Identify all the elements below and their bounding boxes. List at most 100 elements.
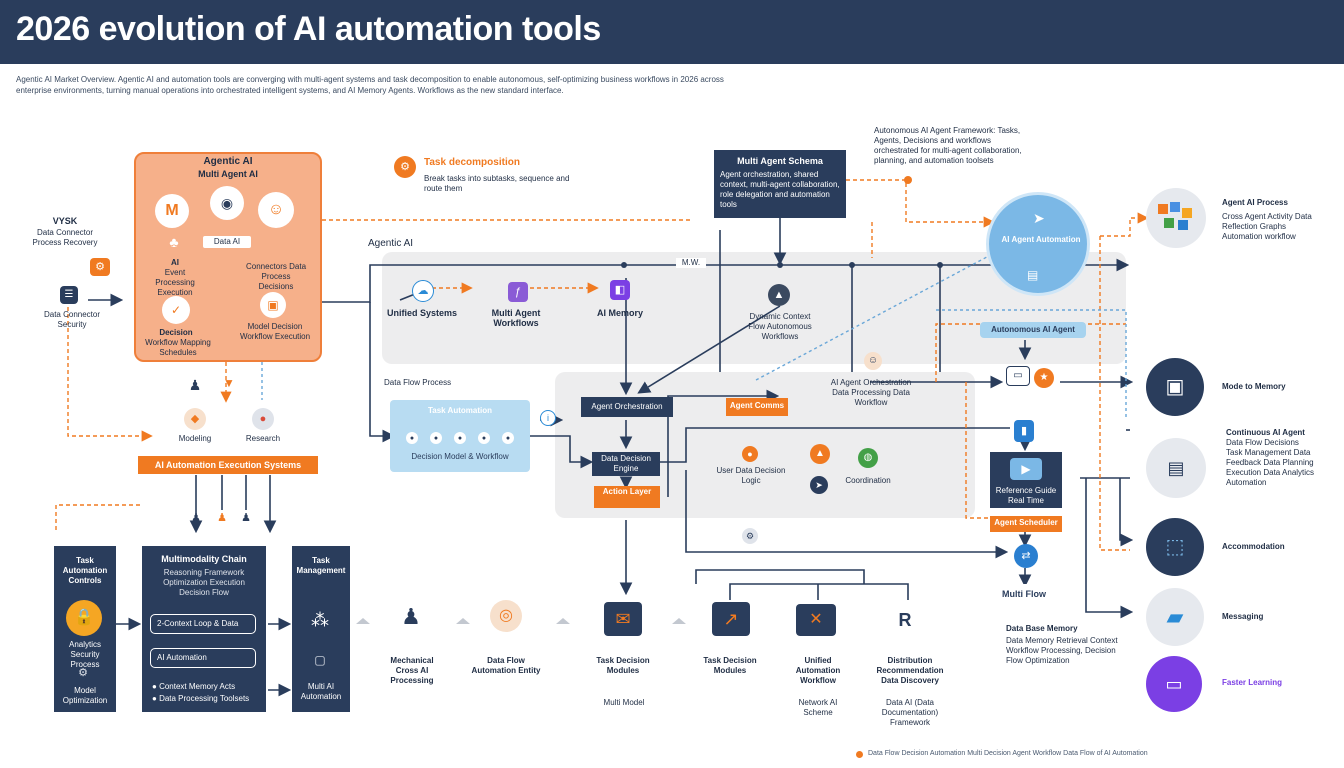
reward-icon: ★ xyxy=(1034,368,1054,388)
memory-sub: Data Memory Retrieval Context Workflow P… xyxy=(1006,636,1118,665)
multi-flow-label: Multi Flow xyxy=(994,584,1054,604)
data-decision-engine-box[interactable]: Data Decision Engine xyxy=(592,452,660,476)
process-tiles-icon[interactable] xyxy=(1146,188,1206,248)
col3-bottom: Multi AI Automation xyxy=(300,682,342,701)
bullet-2: ● Data Processing Toolsets xyxy=(152,694,250,703)
mw-label: M.W. xyxy=(676,258,706,268)
task-dot-icon-3: ● xyxy=(454,432,466,444)
task-dot-icon-4: ● xyxy=(478,432,490,444)
worker-icon: ♟ xyxy=(401,604,421,629)
pointer-icon[interactable]: ▲ xyxy=(768,284,790,306)
decision-title: Decision xyxy=(159,328,193,337)
autonomous-agent-bar[interactable]: Autonomous AI Agent xyxy=(980,322,1086,338)
research-icon: ● xyxy=(252,408,274,430)
laptop-tools-icon: ✕ xyxy=(796,604,836,636)
connector-icon: ⚙ xyxy=(90,258,110,276)
multi-agent-label: Multi Agent Workflows xyxy=(491,308,541,328)
right-item-6-label: Faster Learning xyxy=(1222,678,1283,687)
doc-label: Data Connector Security xyxy=(43,310,101,329)
bottom-label-6: Distribution Recommendation Data Discove… xyxy=(876,656,944,685)
mobile-icon: ▣ xyxy=(260,292,286,318)
network-icon: ⁂ xyxy=(311,610,329,630)
header-bar: 2026 evolution of AI automation tools xyxy=(0,0,1344,64)
memory-icon[interactable]: ◧ xyxy=(610,280,630,300)
vysk-label: VYSK xyxy=(52,216,78,226)
right-note: Autonomous AI Agent Framework: Tasks, Ag… xyxy=(874,126,1022,165)
gear-icon: ⚙ xyxy=(78,666,88,679)
mid-label: AI Agent Orchestration Data Processing D… xyxy=(830,378,912,407)
context-loop-pill[interactable]: 2-Context Loop & Data xyxy=(150,614,256,634)
bullet-1: ● Context Memory Acts xyxy=(152,682,236,691)
ai-sub: Event Processing Execution xyxy=(155,268,195,297)
action-layer-box[interactable]: Action Layer xyxy=(594,486,660,508)
cup-icon: ▢ xyxy=(314,653,326,667)
laptop-chart-icon: ↗ xyxy=(712,602,750,636)
node-person-icon-3: ♟ xyxy=(241,511,251,524)
agent-comms-box[interactable]: Agent Comms xyxy=(726,398,788,416)
mas-sub: Agent orchestration, shared context, mul… xyxy=(720,170,840,209)
task-dot-icon-2: ● xyxy=(430,432,442,444)
memory-cube-icon[interactable]: ▣ xyxy=(1146,358,1204,416)
dynamic-label: Dynamic Context Flow Autonomous Workflow… xyxy=(748,312,812,341)
agent-orchestration-box[interactable]: Agent Orchestration xyxy=(581,397,673,417)
agent-face-icon: ☺ xyxy=(864,352,882,370)
panel-title: Agentic AI xyxy=(203,156,253,167)
col3-title: Task Management xyxy=(296,556,346,575)
modeling-label: Modeling xyxy=(178,434,212,443)
tile-orange xyxy=(1158,204,1168,214)
task-box-title: Task Automation xyxy=(427,406,492,415)
footer-dot-icon xyxy=(856,751,863,758)
unified-label: Unified Systems xyxy=(386,308,458,318)
node-person-icon-2: ♟ xyxy=(217,511,227,524)
data-flow-label: Data Flow Process xyxy=(384,378,452,387)
mas-title: Multi Agent Schema xyxy=(737,156,823,166)
flow-icon: ⇄ xyxy=(1014,544,1038,568)
coordination-label: Coordination xyxy=(845,476,891,485)
col1-bottom: Model Optimization xyxy=(62,686,108,705)
decision-sub: Workflow Mapping Schedules xyxy=(145,338,211,357)
folder-icon[interactable]: ▰ xyxy=(1146,588,1204,646)
data-ai-chip[interactable]: Data AI xyxy=(203,236,251,248)
person-icon[interactable]: ☺ xyxy=(258,192,294,228)
footer-note: Data Flow Decision Automation Multi Deci… xyxy=(868,750,1148,757)
col1-mid: Analytics Security Process xyxy=(68,640,101,669)
ai-automation-pill[interactable]: AI Automation xyxy=(150,648,256,668)
rocket-icon: ▲ xyxy=(810,444,830,464)
tile-navy xyxy=(1178,220,1188,230)
user-data-label: User Data Decision Logic xyxy=(716,466,786,485)
execution-systems-bar[interactable]: AI Automation Execution Systems xyxy=(138,456,318,474)
accommodation-icon[interactable]: ⬚ xyxy=(1146,518,1204,576)
tile-yellow xyxy=(1182,208,1192,218)
metric-icon[interactable]: M xyxy=(155,194,189,228)
ai-agent-circle[interactable]: AI Agent Automation ➤ ▤ xyxy=(986,192,1090,296)
bottom-label-5: Unified Automation Workflow xyxy=(795,656,841,685)
task-decomposition-icon[interactable]: ⚙ xyxy=(394,156,416,178)
agent-avatar-icon[interactable]: ◉ xyxy=(210,186,244,220)
tile-green xyxy=(1164,218,1174,228)
task-dot-icon-5: ● xyxy=(502,432,514,444)
screen-icon: ▭ xyxy=(1006,366,1030,386)
panel-subtitle: Multi Agent AI xyxy=(198,169,258,179)
continuous-agent-icon[interactable]: ▤ xyxy=(1146,438,1206,498)
multimodality-column xyxy=(142,546,266,712)
cloud-icon[interactable]: ☁ xyxy=(412,280,434,302)
memory-title: Data Base Memory xyxy=(1006,624,1078,633)
lock-icon[interactable]: 🔒 xyxy=(66,600,102,636)
bottom-label-4: Task Decision Modules xyxy=(703,656,757,675)
learning-monitor-icon[interactable]: ▭ xyxy=(1146,656,1202,712)
ai-memory-label: AI Memory xyxy=(596,308,643,318)
info-icon[interactable]: i xyxy=(540,410,556,426)
send-icon: ➤ xyxy=(810,476,828,494)
bottom-sub-3: Multi Model xyxy=(603,698,645,707)
workflow-icon[interactable]: ƒ xyxy=(508,282,528,302)
bottom-label-2: Data Flow Automation Entity xyxy=(471,656,541,675)
task-management-column xyxy=(292,546,350,712)
right-item-2-label: Mode to Memory xyxy=(1222,382,1286,391)
right-item-5-label: Messaging xyxy=(1222,612,1264,621)
task-decomposition-label: Task decomposition xyxy=(424,157,520,168)
monitor-mail-icon: ✉ xyxy=(604,602,642,636)
scheduler-chip[interactable]: Agent Scheduler xyxy=(990,516,1062,532)
multi-agent-schema-box[interactable]: Multi Agent Schema Agent orchestration, … xyxy=(714,150,846,218)
bottom-sub-5: Network AI Scheme xyxy=(798,698,838,717)
